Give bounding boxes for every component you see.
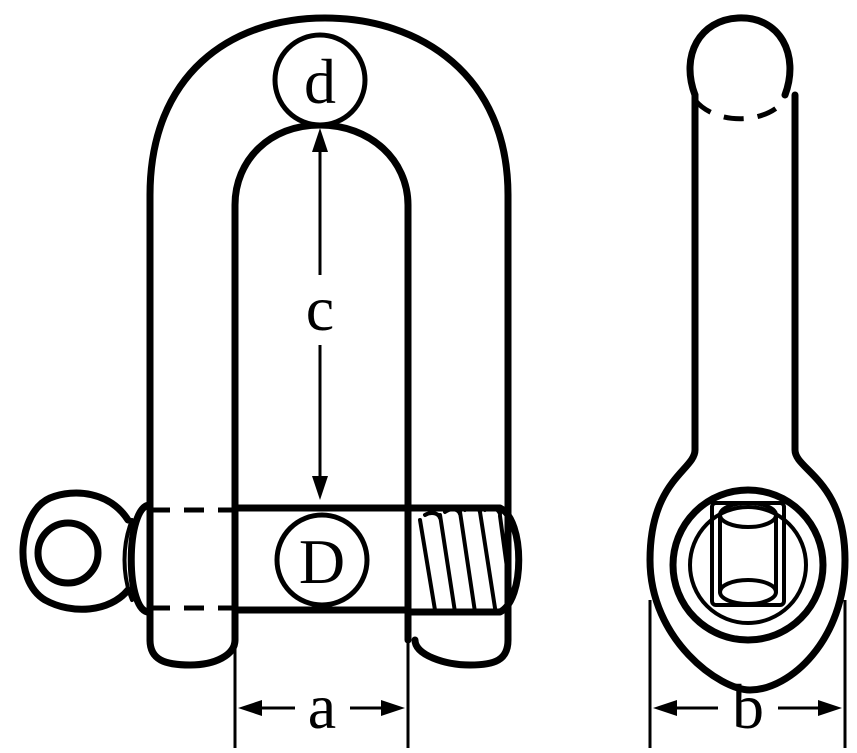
label-D: D — [299, 526, 345, 597]
shackle-outer-bow — [146, 14, 512, 669]
shackle-outer-bow-left-foot — [146, 636, 239, 669]
side-top-end — [686, 14, 794, 99]
side-pin-cylinder — [710, 501, 786, 607]
label-a: a — [308, 671, 336, 742]
dimension-D: D — [274, 512, 370, 608]
pin-thread — [418, 505, 512, 614]
pin-eye — [19, 489, 132, 613]
label-d: d — [304, 46, 336, 117]
shackle-front-view: c d D a — [19, 14, 523, 748]
label-c: c — [306, 273, 334, 344]
dimension-c: c — [306, 128, 334, 500]
side-eye-inner — [688, 505, 808, 625]
side-eye-outer — [669, 486, 827, 644]
dimension-b: b — [648, 600, 847, 748]
dimension-a: a — [233, 640, 410, 748]
label-b: b — [732, 671, 764, 742]
shackle-side-view: b — [646, 14, 849, 748]
shackle-pin — [122, 501, 523, 616]
dimension-d: d — [272, 32, 368, 128]
side-shank — [646, 91, 849, 694]
